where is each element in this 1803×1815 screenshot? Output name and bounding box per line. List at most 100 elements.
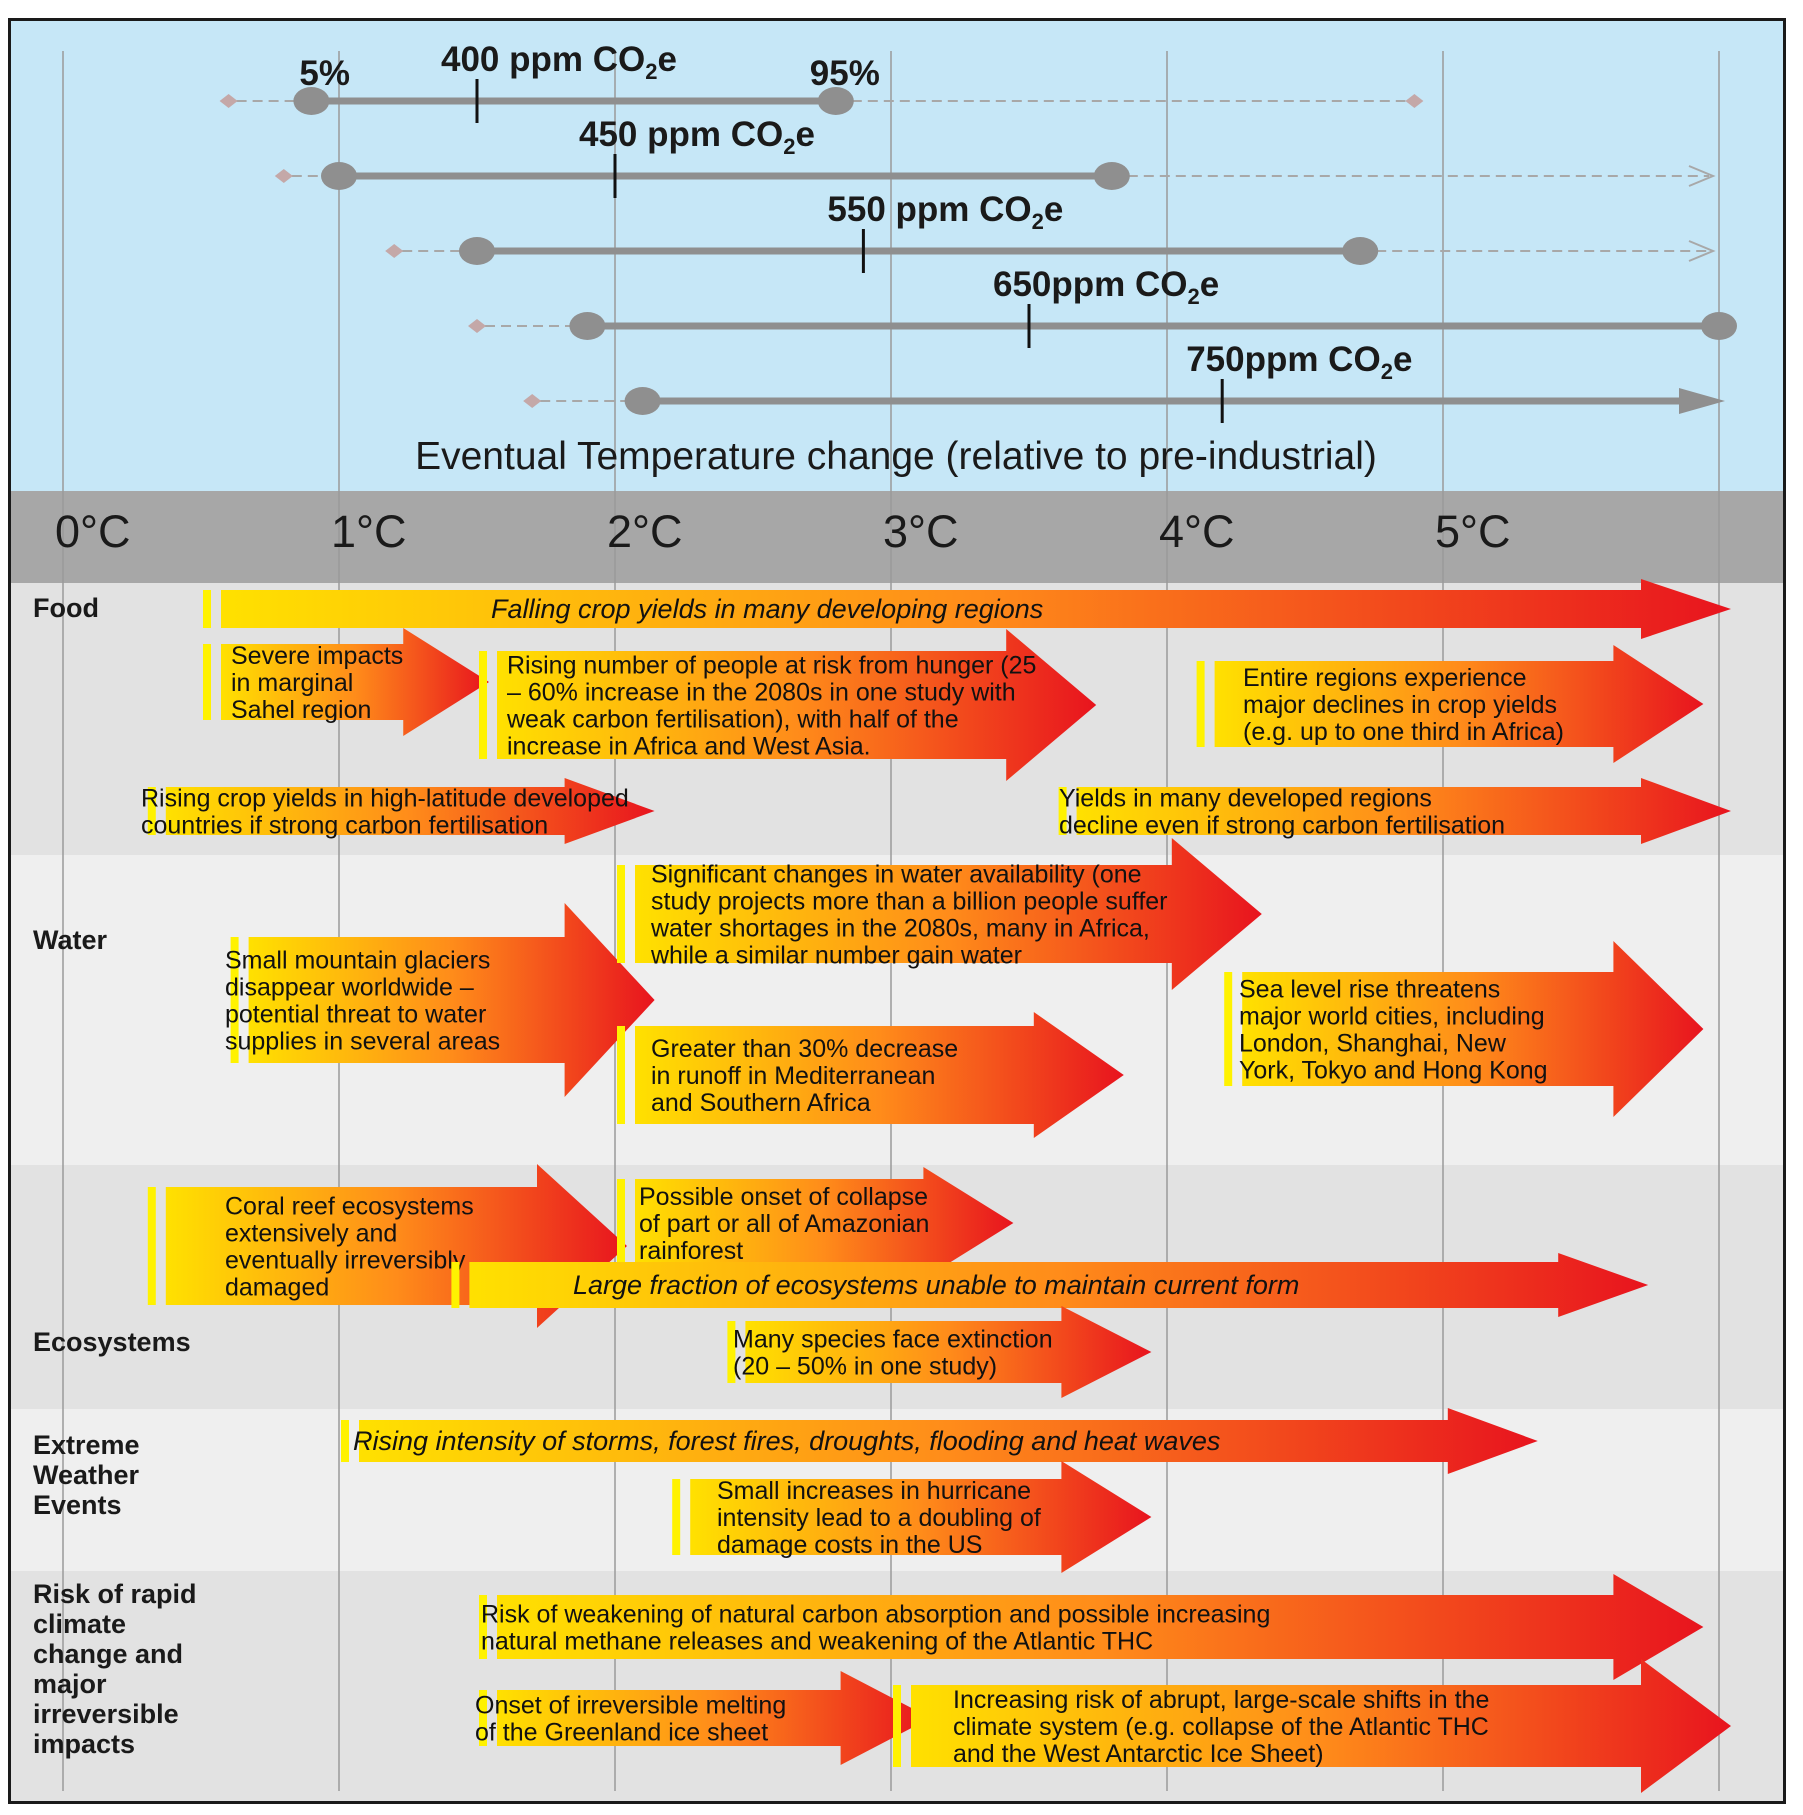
impact-arrow xyxy=(635,1012,1124,1138)
impact-line: eventually irreversibly xyxy=(225,1247,466,1275)
impact-arrow xyxy=(497,1671,931,1765)
category-line: Events xyxy=(33,1490,122,1520)
p95-scale-label: 95% xyxy=(810,54,880,93)
category-water: Water xyxy=(33,925,108,955)
impact-text: Significant changes in water availabilit… xyxy=(650,861,1168,970)
category-line: impacts xyxy=(33,1729,135,1759)
impact-line: while a similar number gain water xyxy=(650,942,1022,970)
onset-marker xyxy=(727,1321,736,1383)
x-axis-title: Eventual Temperature change (relative to… xyxy=(415,435,1377,478)
impact-text: Large fraction of ecosystems unable to m… xyxy=(573,1270,1299,1300)
subscript: 2 xyxy=(783,134,795,159)
tail-diamond xyxy=(468,319,486,333)
impact-line: climate system (e.g. collapse of the Atl… xyxy=(953,1713,1489,1741)
impact-line: Falling crop yields in many developing r… xyxy=(491,594,1043,624)
impact-line: Possible onset of collapse xyxy=(639,1183,928,1211)
impact-line: London, Shanghai, New xyxy=(1239,1030,1507,1058)
p5-marker xyxy=(624,387,661,415)
impact-arrow xyxy=(1076,778,1731,844)
impact-line: study projects more than a billion peopl… xyxy=(651,888,1168,916)
impact-water: Significant changes in water availabilit… xyxy=(617,838,1262,990)
impact-text: Rising intensity of storms, forest fires… xyxy=(353,1426,1220,1456)
category-line: irreversible xyxy=(33,1699,179,1729)
impact-arrow xyxy=(1214,645,1704,763)
impact-line: of part or all of Amazonian xyxy=(639,1210,929,1238)
concentration-label: 650ppm CO2e xyxy=(993,265,1219,309)
impact-line: Greater than 30% decrease xyxy=(651,1035,958,1063)
p95-marker xyxy=(817,87,854,115)
onset-marker xyxy=(893,1685,901,1767)
concentration-label: 550 ppm CO2e xyxy=(827,190,1063,234)
impact-arrow xyxy=(221,628,489,736)
onset-marker xyxy=(1058,787,1067,835)
concentration-label: 750ppm CO2e xyxy=(1186,340,1412,384)
onset-marker xyxy=(1196,661,1205,747)
impact-food: Falling crop yields in many developing r… xyxy=(203,579,1731,639)
tail-diamond xyxy=(1405,94,1424,108)
impact-line: in runoff in Mediterranean xyxy=(651,1062,935,1090)
p95-marker xyxy=(1093,162,1130,190)
onset-marker xyxy=(479,1690,487,1746)
onset-marker xyxy=(1224,972,1233,1086)
category-line: major xyxy=(33,1669,107,1699)
onset-marker xyxy=(230,937,239,1063)
impact-line: damaged xyxy=(225,1274,329,1302)
onset-marker xyxy=(617,865,625,963)
tail-diamond xyxy=(385,244,404,258)
tail-arrowhead xyxy=(1688,240,1716,262)
temperature-axis-band xyxy=(11,491,1783,583)
p5-marker xyxy=(459,237,495,265)
impact-ecosystems: Many species face extinction(20 – 50% in… xyxy=(727,1306,1152,1398)
impact-line: (e.g. up to one third in Africa) xyxy=(1243,718,1564,746)
impact-line: Small increases in hurricane xyxy=(717,1477,1031,1505)
p5-marker xyxy=(321,162,357,190)
tail-diamond xyxy=(274,169,293,183)
label-tail: e xyxy=(657,40,676,79)
impact-line: Significant changes in water availabilit… xyxy=(651,861,1142,889)
impact-arrow xyxy=(359,1408,1538,1474)
category-line: Food xyxy=(33,593,99,623)
label-tail: e xyxy=(1200,265,1219,304)
subscript: 2 xyxy=(1188,284,1200,309)
impact-line: Rising crop yields in high-latitude deve… xyxy=(141,785,629,813)
impact-line: Severe impacts xyxy=(231,642,403,670)
impact-line: Large fraction of ecosystems unable to m… xyxy=(573,1270,1299,1300)
onset-marker xyxy=(147,1187,156,1305)
subscript: 2 xyxy=(1381,359,1393,384)
impact-line: natural methane releases and weakening o… xyxy=(481,1628,1153,1656)
impact-extreme-weather: Rising intensity of storms, forest fires… xyxy=(341,1408,1538,1474)
impact-arrow xyxy=(497,629,1097,781)
impact-line: Yields in many developed regions xyxy=(1059,785,1432,813)
impact-text: Rising number of people at risk from hun… xyxy=(506,652,1036,761)
impact-line: (20 – 50% in one study) xyxy=(733,1353,997,1381)
p5-marker xyxy=(293,87,330,115)
impact-line: countries if strong carbon fertilisation xyxy=(141,812,548,840)
impact-line: Increasing risk of abrupt, large-scale s… xyxy=(953,1686,1489,1714)
impact-line: in marginal xyxy=(231,669,353,697)
impact-line: potential threat to water xyxy=(225,1001,486,1029)
impact-line: major world cities, including xyxy=(1239,1003,1545,1031)
tick-label: 0°C xyxy=(55,506,131,557)
range-row: 650ppm CO2e xyxy=(468,265,1737,348)
concentration-label: 450 ppm CO2e xyxy=(579,115,815,159)
impact-line: York, Tokyo and Hong Kong xyxy=(1239,1057,1548,1085)
impact-line: Risk of weakening of natural carbon abso… xyxy=(481,1601,1270,1629)
onset-marker xyxy=(672,1479,681,1555)
impact-line: supplies in several areas xyxy=(225,1028,500,1056)
